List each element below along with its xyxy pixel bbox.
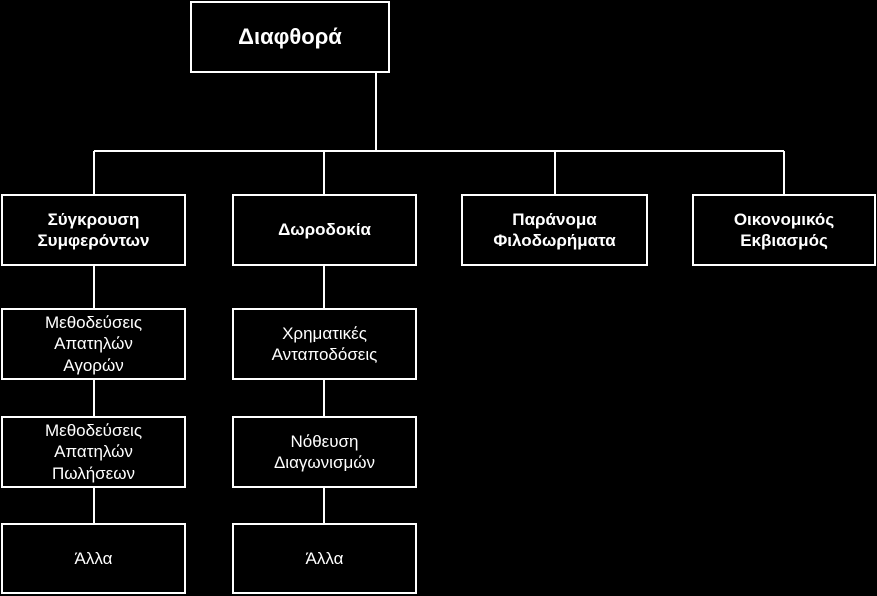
subnode-label: Μεθοδεύσεις Απατηλών Πωλήσεων [44,421,143,483]
subnode-label: Άλλα [74,548,113,568]
subnode-label: Χρηματικές Ανταποδόσεις [271,323,378,364]
root-node: Διαφθορά [190,1,390,73]
subnode-label: Μεθοδεύσεις Απατηλών Αγορών [44,313,143,375]
subnode-other-conflict: Άλλα [1,523,186,594]
subnode-sales-schemes: Μεθοδεύσεις Απατηλών Πωλήσεων [1,416,186,488]
category-node-conflict-of-interest: Σύγκρουση Συμφερόντων [1,194,186,266]
category-label: Δωροδοκία [278,220,371,240]
category-node-economic-extortion: Οικονομικός Εκβιασμός [692,194,876,266]
subnode-label: Νόθευση Διαγωνισμών [273,431,376,472]
category-label: Παράνομα Φιλοδωρήματα [493,209,616,250]
category-label: Σύγκρουση Συμφερόντων [37,209,150,250]
subnode-purchasing-schemes: Μεθοδεύσεις Απατηλών Αγορών [1,308,186,380]
subnode-label: Άλλα [305,548,344,568]
root-label: Διαφθορά [238,24,342,50]
category-node-bribery: Δωροδοκία [232,194,417,266]
subnode-bid-rigging: Νόθευση Διαγωνισμών [232,416,417,488]
subnode-kickbacks: Χρηματικές Ανταποδόσεις [232,308,417,380]
category-label: Οικονομικός Εκβιασμός [733,209,835,250]
subnode-other-bribery: Άλλα [232,523,417,594]
category-node-illegal-gratuities: Παράνομα Φιλοδωρήματα [461,194,648,266]
